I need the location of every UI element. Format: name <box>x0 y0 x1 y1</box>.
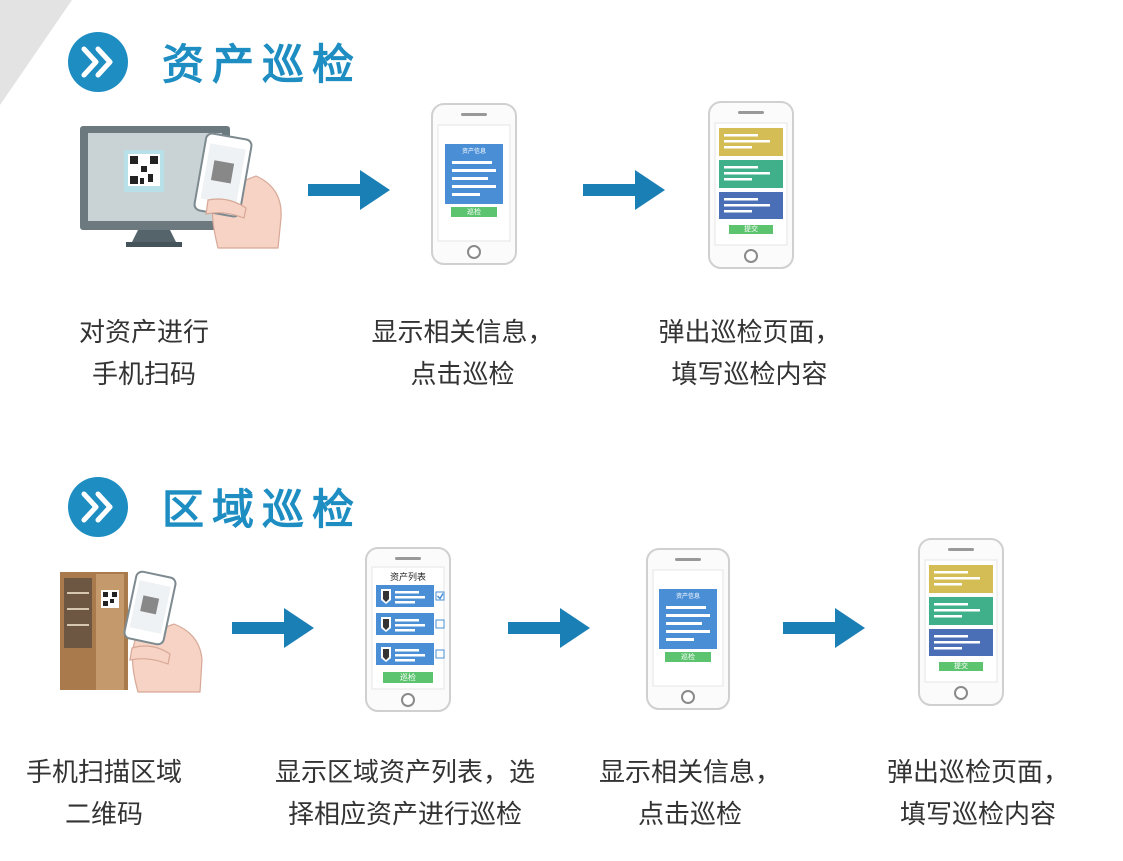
double-chevron-icon <box>68 31 128 92</box>
area-qr-scan-illustration <box>60 570 203 693</box>
flow-arrow <box>308 170 390 210</box>
caption-fill-form: 弹出巡检页面，填写巡检内容 <box>886 758 1069 830</box>
section-title-text: 区域巡检 <box>162 485 363 534</box>
caption-asset-list: 显示区域资产列表，选择相应资产进行巡检 <box>274 758 535 830</box>
inspect-button[interactable]: 巡检 <box>467 208 481 216</box>
caption-show-info: 显示相关信息，点击巡检 <box>598 758 781 830</box>
card-header-label: 资产信息 <box>675 593 700 600</box>
list-title: 资产列表 <box>389 573 426 583</box>
flow-arrow <box>508 608 590 648</box>
card-header-label: 资产信息 <box>461 148 486 155</box>
caption-area-scan: 手机扫描区域二维码 <box>25 758 182 830</box>
section-title-text: 资产巡检 <box>162 40 363 89</box>
submit-button[interactable]: 提交 <box>744 225 758 233</box>
flow-arrow <box>232 608 314 648</box>
submit-button[interactable]: 提交 <box>954 662 968 670</box>
monitor-scan-illustration <box>80 126 282 249</box>
section-title-asset: 资产巡检 <box>68 31 362 92</box>
caption-fill-form: 弹出巡检页面，填写巡检内容 <box>658 318 841 390</box>
phone-asset-info: 资产信息 巡检 <box>431 103 517 265</box>
section-title-area: 区域巡检 <box>68 476 362 537</box>
caption-show-info: 显示相关信息，点击巡检 <box>371 318 554 390</box>
flow-arrow <box>583 170 665 210</box>
list-inspect-button[interactable]: 巡检 <box>400 673 416 682</box>
double-chevron-icon <box>68 476 128 537</box>
corner-decoration <box>0 0 72 105</box>
flow-arrow <box>783 608 865 648</box>
phone-asset-list: 资产列表 巡检 <box>365 547 451 712</box>
phone-inspection-form: 提交 <box>918 538 1004 706</box>
phone-asset-info: 资产信息 巡检 <box>646 548 730 710</box>
phone-inspection-form: 提交 <box>708 101 794 269</box>
caption-scan: 对资产进行手机扫码 <box>78 318 209 390</box>
inspect-button[interactable]: 巡检 <box>681 653 695 661</box>
